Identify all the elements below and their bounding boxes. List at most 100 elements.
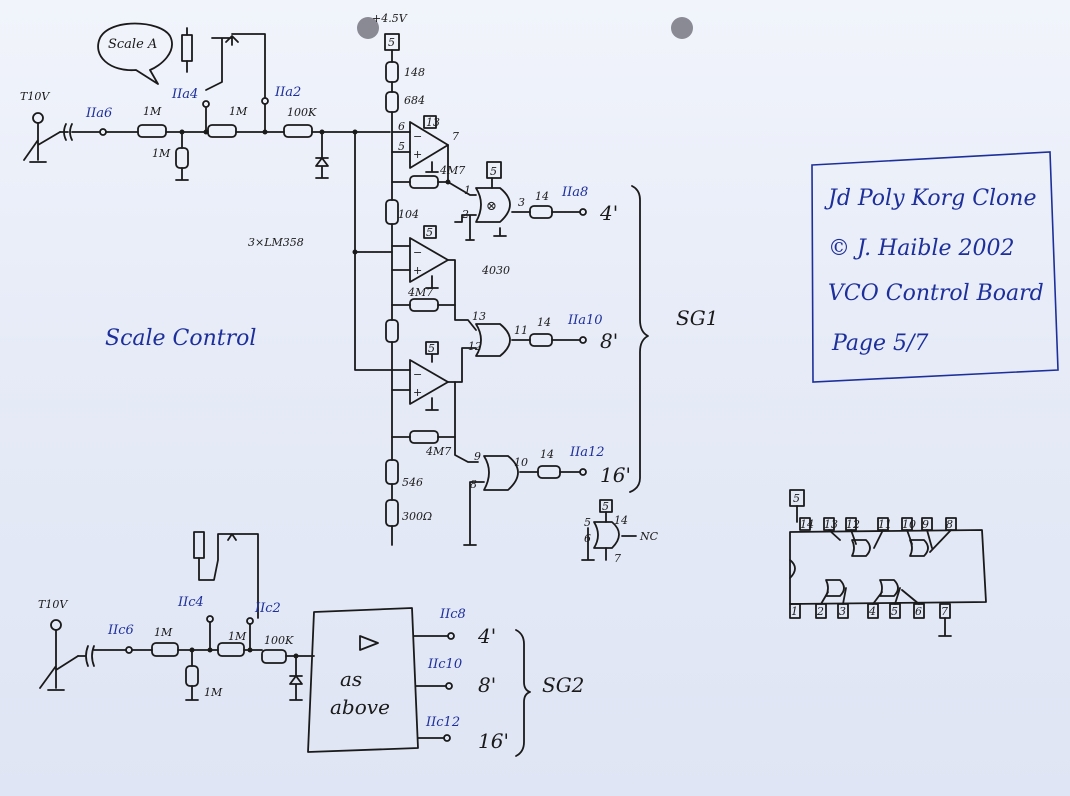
- svg-text:7: 7: [941, 605, 948, 618]
- svg-text:12: 12: [846, 518, 860, 531]
- title-line-3: VCO Control Board: [828, 281, 1044, 306]
- svg-text:5: 5: [388, 36, 395, 49]
- svg-text:546: 546: [402, 476, 423, 489]
- svg-text:10: 10: [902, 518, 916, 531]
- svg-text:1: 1: [791, 605, 798, 618]
- svg-text:NC: NC: [639, 530, 659, 543]
- svg-text:14: 14: [614, 514, 628, 527]
- sg1-pin-a10: IIa10: [567, 313, 603, 328]
- sg1-pin-a2: IIa2: [274, 85, 301, 100]
- svg-text:1M: 1M: [152, 147, 171, 160]
- sg2-jack-label: T10V: [38, 598, 68, 611]
- punch-hole-left: [357, 17, 379, 39]
- svg-text:100K: 100K: [264, 634, 294, 647]
- svg-text:11: 11: [514, 324, 528, 337]
- sg1-pin-a4: IIa4: [171, 87, 198, 102]
- svg-text:300Ω: 300Ω: [402, 510, 432, 523]
- svg-text:10: 10: [514, 456, 528, 469]
- svg-text:14: 14: [537, 316, 551, 329]
- xor-gate-3: [483, 455, 519, 491]
- svg-text:−: −: [413, 246, 422, 259]
- sg2-output-8: 8': [478, 673, 496, 697]
- balloon-label: Scale A: [108, 37, 157, 52]
- sg2-pin-c2: IIc2: [254, 601, 281, 616]
- svg-text:8: 8: [946, 518, 953, 531]
- svg-text:6: 6: [398, 120, 405, 133]
- svg-text:4030: 4030: [481, 264, 510, 277]
- svg-text:1M: 1M: [154, 626, 173, 639]
- ic-body: [789, 529, 987, 605]
- svg-text:4M7: 4M7: [407, 286, 433, 299]
- sg2-output-16: 16': [478, 729, 509, 753]
- sg2-label: SG2: [542, 673, 584, 697]
- svg-text:1M: 1M: [204, 686, 223, 699]
- svg-text:4: 4: [868, 605, 876, 618]
- sg2-output-4: 4': [477, 624, 496, 648]
- sg1-jack-icon: [32, 112, 44, 124]
- svg-text:148: 148: [404, 66, 425, 79]
- spare-gate: 5 5 6 14 7 NC: [581, 499, 659, 565]
- sg1-output-16: 16': [600, 463, 631, 487]
- title-line-2: © J. Haible 2002: [828, 236, 1015, 261]
- svg-text:14: 14: [540, 448, 554, 461]
- xor-gate-2: [475, 323, 511, 357]
- sg2-block-text-1: as: [340, 667, 362, 691]
- svg-text:5: 5: [428, 342, 435, 355]
- sg1-output-4: 4': [599, 201, 618, 225]
- sg1-pin-a6: IIa6: [85, 106, 112, 121]
- opamp-3: [409, 359, 449, 405]
- svg-text:1M: 1M: [143, 105, 162, 118]
- svg-text:9: 9: [474, 450, 481, 463]
- scale-pot-switch: [181, 34, 193, 62]
- sg1-pin-a8: IIa8: [561, 185, 588, 200]
- sg1-pin-a12: IIa12: [569, 445, 605, 460]
- svg-text:7: 7: [452, 130, 459, 143]
- svg-text:12: 12: [468, 340, 482, 353]
- sg2-pin-c6: IIc6: [107, 623, 134, 638]
- svg-text:7: 7: [614, 552, 621, 565]
- svg-text:13: 13: [824, 518, 838, 531]
- svg-text:5: 5: [584, 516, 591, 529]
- svg-text:684: 684: [404, 94, 425, 107]
- sg2-jack-icon: [50, 619, 62, 631]
- punch-hole-right: [671, 17, 693, 39]
- title-line-4: Page 5/7: [831, 331, 928, 356]
- sg2-pin-c12: IIc12: [425, 715, 460, 730]
- svg-text:8: 8: [470, 478, 477, 491]
- sg2-pin-c4: IIc4: [177, 595, 204, 610]
- svg-text:1M: 1M: [229, 105, 248, 118]
- sg2-block: [307, 607, 419, 753]
- sg1-jack-label: T10V: [20, 90, 50, 103]
- svg-text:−: −: [413, 368, 422, 381]
- sg1-label: SG1: [676, 306, 718, 330]
- svg-text:13: 13: [472, 310, 486, 323]
- sg2-pin-c8: IIc8: [439, 607, 466, 622]
- svg-text:2: 2: [461, 208, 469, 221]
- svg-text:1M: 1M: [228, 630, 247, 643]
- sg1-output-8: 8': [600, 329, 618, 353]
- svg-text:5: 5: [793, 492, 800, 505]
- svg-text:4M7: 4M7: [439, 164, 465, 177]
- svg-text:3×LM358: 3×LM358: [248, 236, 304, 249]
- svg-text:+: +: [413, 148, 422, 161]
- svg-text:3: 3: [518, 196, 525, 209]
- svg-text:5: 5: [398, 140, 405, 153]
- title-block: Jd Poly Korg Clone © J. Haible 2002 VCO …: [811, 151, 1059, 383]
- svg-text:1: 1: [464, 184, 471, 197]
- svg-text:2: 2: [816, 605, 824, 618]
- svg-text:+: +: [413, 386, 422, 399]
- svg-text:14: 14: [535, 190, 549, 203]
- xor-gate-1: [475, 187, 511, 223]
- svg-text:+: +: [413, 264, 422, 277]
- svg-text:100K: 100K: [287, 106, 317, 119]
- svg-text:5: 5: [602, 500, 609, 513]
- title-line-1: Jd Poly Korg Clone: [824, 186, 1037, 211]
- svg-text:6: 6: [915, 605, 922, 618]
- svg-text:4M7: 4M7: [425, 445, 451, 458]
- svg-text:11: 11: [878, 518, 892, 531]
- sg2-pin-c10: IIc10: [427, 657, 462, 672]
- svg-text:⊗: ⊗: [486, 199, 497, 214]
- section-label: Scale Control: [105, 326, 256, 351]
- opamp-2: [409, 237, 449, 283]
